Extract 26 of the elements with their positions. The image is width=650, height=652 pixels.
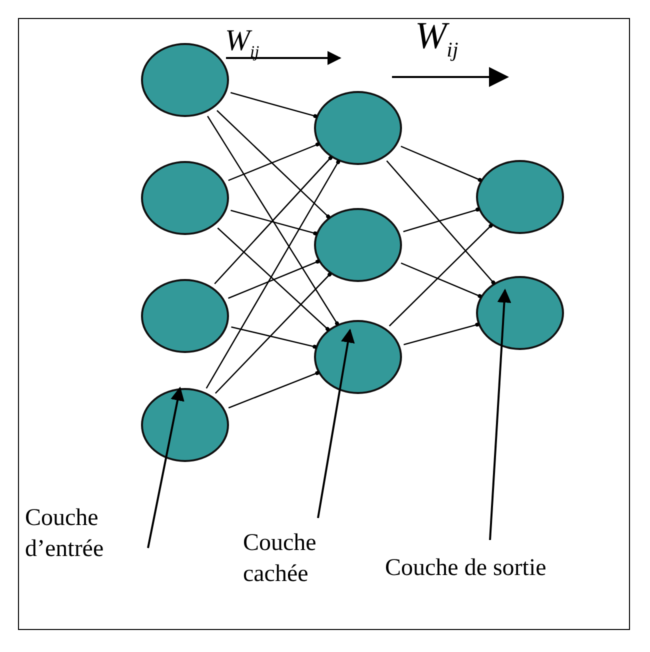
connection-line <box>230 210 318 236</box>
weight-label: W$_{ij}$ <box>415 14 458 63</box>
leader-line <box>147 386 184 548</box>
connection-line <box>214 272 332 394</box>
layer-label: Couche cachée <box>243 528 353 590</box>
connection-line <box>400 146 482 182</box>
connection-line <box>231 326 317 349</box>
neuron-circle <box>314 208 402 282</box>
connection-line <box>214 156 332 284</box>
connection-line <box>403 208 480 232</box>
connection-line <box>230 92 318 118</box>
connection-line <box>217 228 330 332</box>
connection-line <box>400 262 482 298</box>
leader-line <box>489 288 512 540</box>
connection-line <box>207 116 339 326</box>
connection-line <box>388 224 493 326</box>
layer-label: Couche de sortie <box>385 553 625 584</box>
layer-label: Couche d’entrée <box>25 503 150 565</box>
connection-line <box>404 322 480 346</box>
connection-line <box>228 142 320 182</box>
connection-line <box>386 160 496 284</box>
connection-line <box>228 371 320 408</box>
connection-line <box>228 260 320 299</box>
leader-line <box>317 328 355 518</box>
connection-line <box>216 110 330 219</box>
connection-line <box>206 160 340 389</box>
